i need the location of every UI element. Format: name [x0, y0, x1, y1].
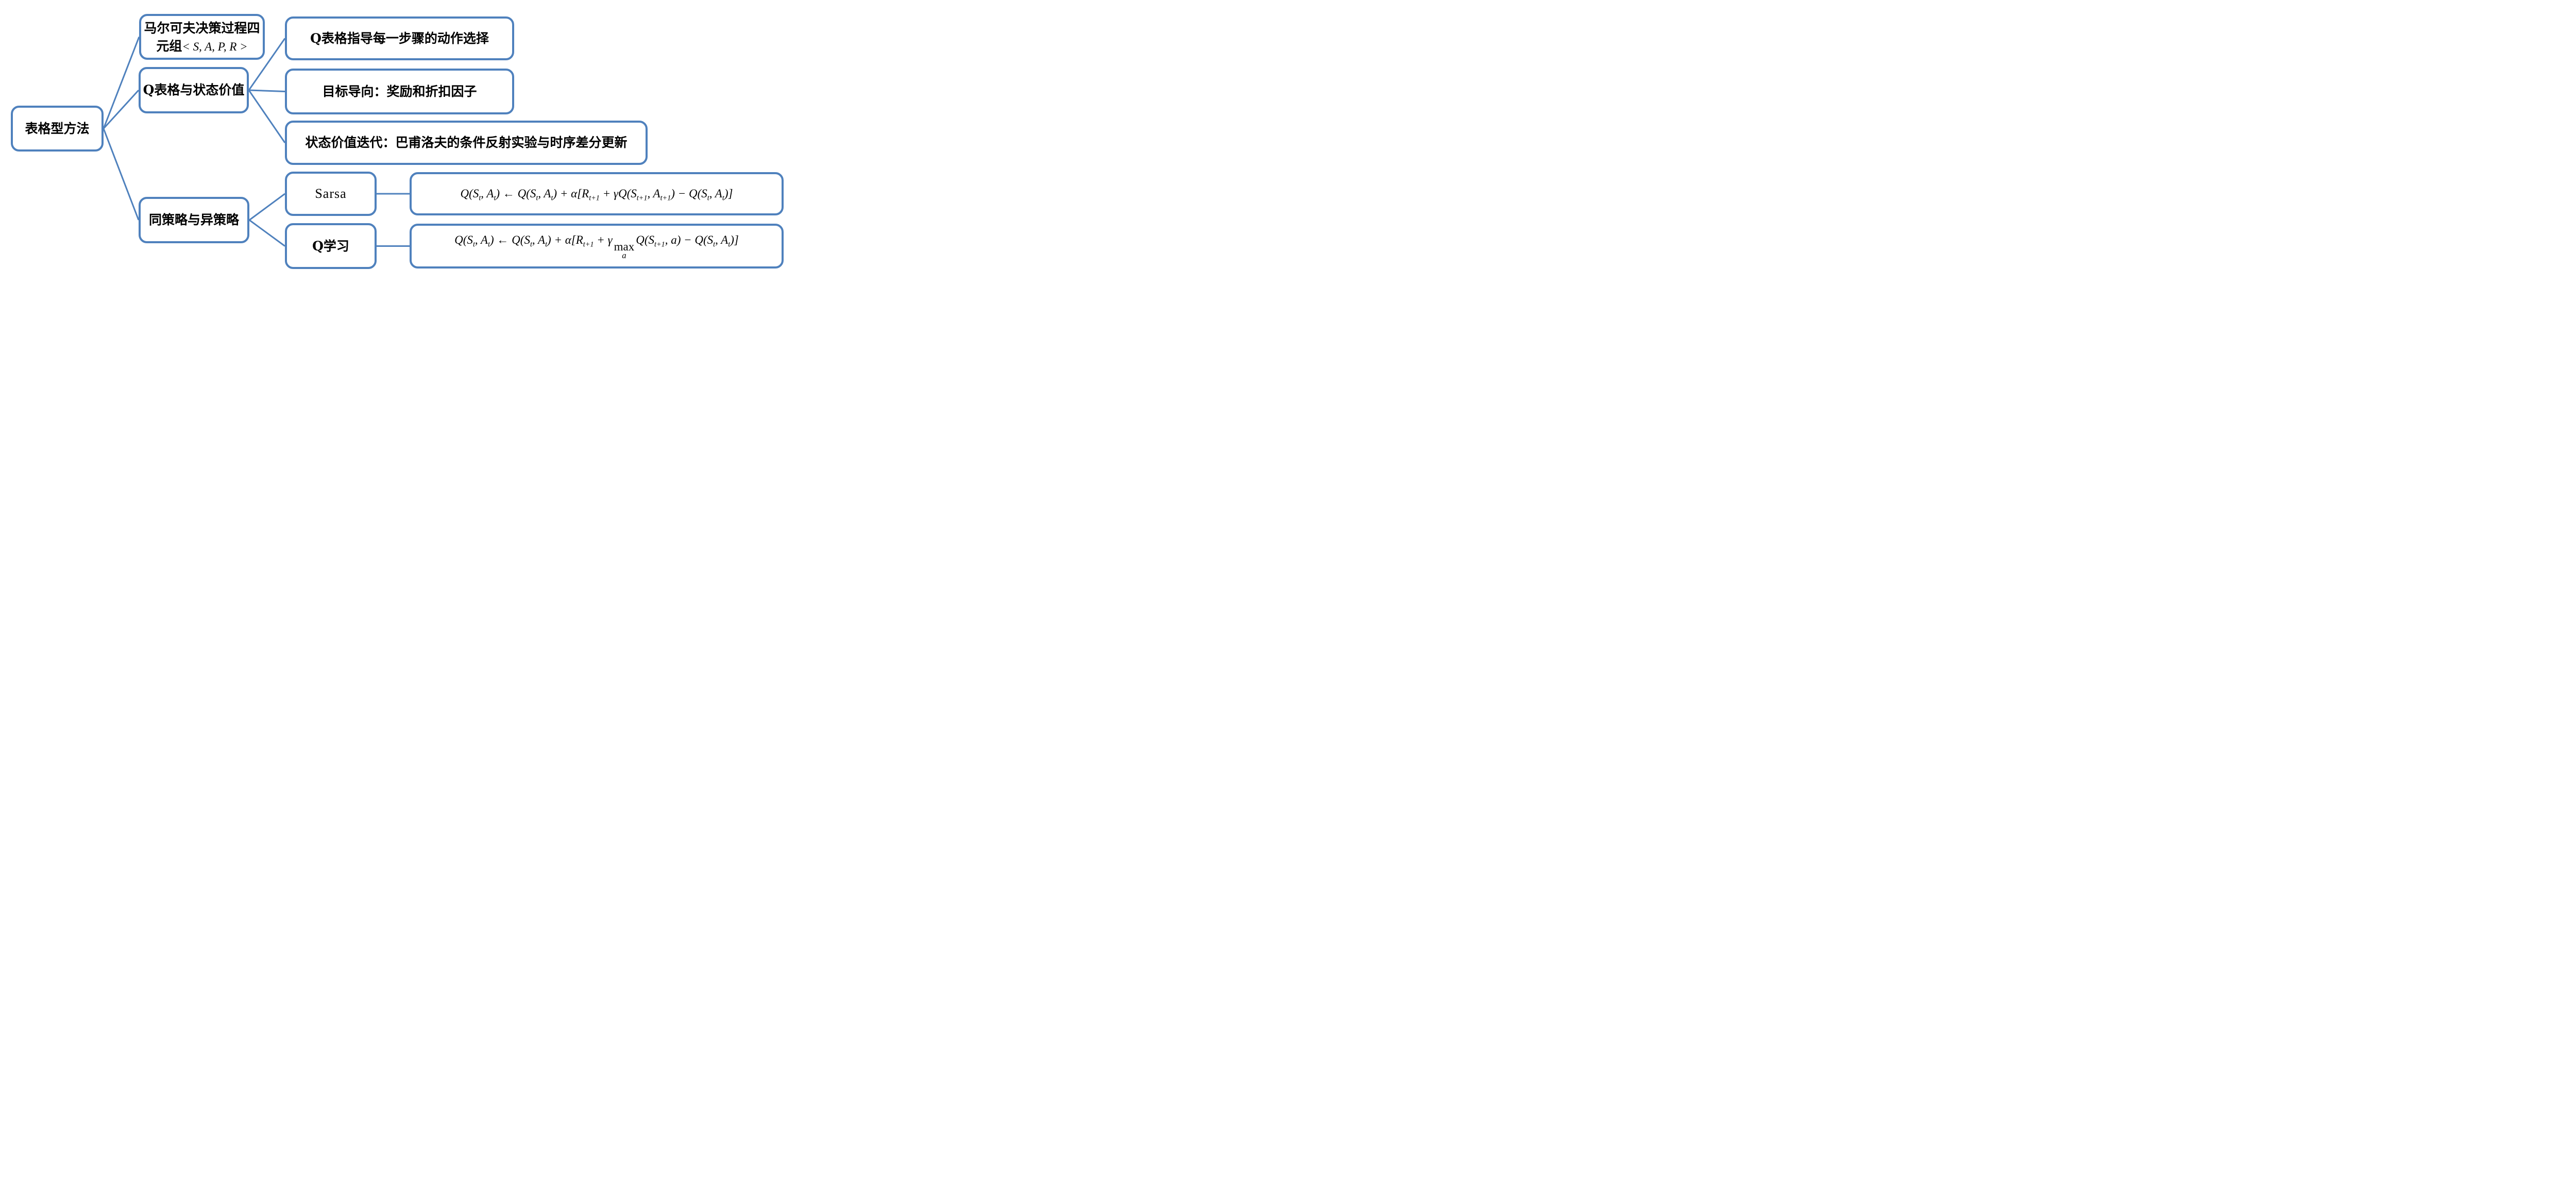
connector-qtable-leaf3 [248, 90, 286, 143]
node-tabular-methods: 表格型方法 [11, 106, 104, 152]
connector-qtable-leaf2 [248, 89, 285, 92]
node-qtable-state-value: Q表格与状态价值 [139, 67, 249, 113]
connector-onoff-sarsa [249, 193, 285, 221]
node-mdp-tuple-label-line2: 元组< S, A, P, R > [156, 39, 248, 54]
node-state-value-iteration-label: 状态价值迭代：巴甫洛夫的条件反射实验与时序差分更新 [305, 135, 628, 150]
node-sarsa: Sarsa [285, 172, 377, 216]
node-on-off-policy-label: 同策略与异策略 [148, 212, 239, 228]
node-qtable-action-selection-label: Q表格指导每一步骤的动作选择 [310, 30, 489, 46]
node-goal-oriented: 目标导向：奖励和折扣因子 [285, 69, 514, 114]
node-sarsa-formula: Q(St, At) ← Q(St, At) + α[Rt+1 + γQ(St+1… [410, 172, 784, 215]
connector-root-mdp [103, 36, 140, 129]
connector-onoff-qlearn [249, 219, 285, 247]
node-q-learning-label: Q学习 [312, 238, 349, 254]
connector-root-qtable [103, 89, 140, 129]
node-qtable-state-value-label: Q表格与状态价值 [143, 82, 245, 98]
mindmap-canvas: 表格型方法 马尔可夫决策过程四 元组< S, A, P, R > Q表格与状态价… [0, 0, 805, 298]
node-goal-oriented-label: 目标导向：奖励和折扣因子 [322, 83, 477, 99]
node-tabular-methods-label: 表格型方法 [25, 121, 90, 136]
node-state-value-iteration: 状态价值迭代：巴甫洛夫的条件反射实验与时序差分更新 [285, 121, 648, 165]
node-sarsa-label: Sarsa [315, 186, 347, 201]
node-q-learning: Q学习 [285, 223, 377, 269]
connector-root-onoff [103, 128, 140, 221]
node-mdp-tuple: 马尔可夫决策过程四 元组< S, A, P, R > [139, 14, 265, 60]
node-qtable-action-selection: Q表格指导每一步骤的动作选择 [285, 16, 514, 60]
node-on-off-policy: 同策略与异策略 [139, 197, 249, 243]
node-sarsa-formula-text: Q(St, At) ← Q(St, At) + α[Rt+1 + γQ(St+1… [460, 187, 733, 203]
node-mdp-tuple-label-line1: 马尔可夫决策过程四 [144, 20, 260, 36]
